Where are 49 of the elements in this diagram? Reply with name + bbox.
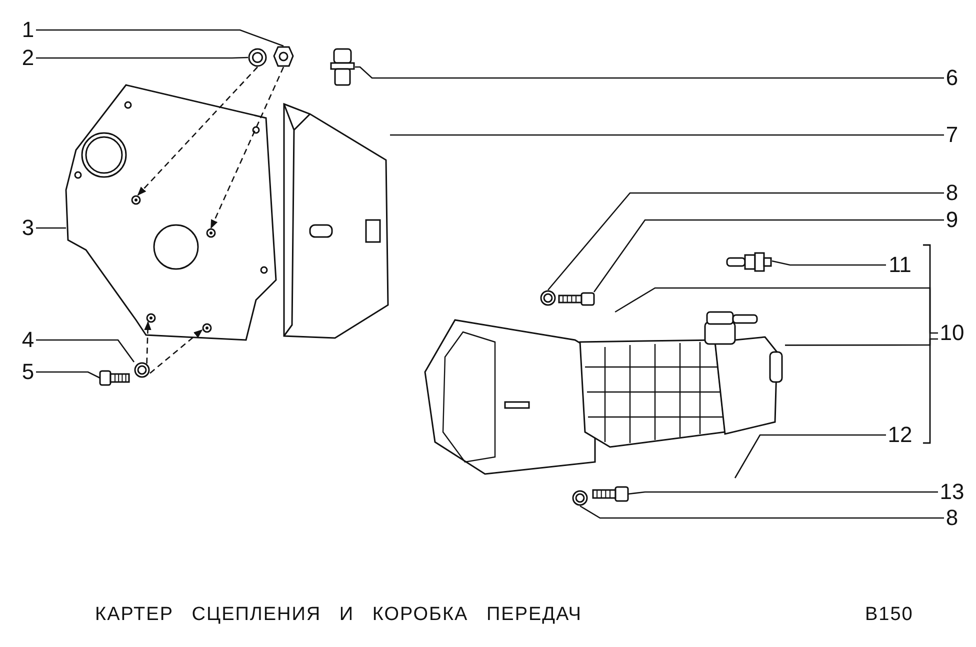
washer-drawing xyxy=(134,362,150,378)
bolt-drawing xyxy=(100,370,130,386)
plug-drawing xyxy=(330,48,355,86)
assembly-arrow xyxy=(150,329,203,374)
leader-line xyxy=(36,56,248,59)
nut-drawing xyxy=(273,46,294,67)
callout-number: 8 xyxy=(944,181,960,205)
leader-line xyxy=(614,287,938,334)
leader-line xyxy=(772,260,886,266)
assembly-arrow xyxy=(137,66,258,196)
callout-number: 1 xyxy=(20,18,36,42)
bolt-drawing xyxy=(592,486,628,502)
figure-code: B150 xyxy=(865,604,914,626)
callout-number: 4 xyxy=(20,328,36,352)
leader-line xyxy=(593,219,944,292)
callout-number: 12 xyxy=(886,423,914,447)
leader-line xyxy=(628,491,938,495)
leader-line xyxy=(36,29,284,47)
leader-line xyxy=(785,338,938,346)
callout-number: 5 xyxy=(20,360,36,384)
leader-line xyxy=(580,505,944,519)
leader-line xyxy=(390,134,944,136)
washer-drawing xyxy=(572,490,588,506)
callout-number: 6 xyxy=(944,66,960,90)
callout-number: 7 xyxy=(944,123,960,147)
sensor-drawing xyxy=(727,252,772,272)
washer-drawing xyxy=(248,48,267,67)
leader-line xyxy=(354,66,944,79)
mounting-hole xyxy=(146,313,156,323)
leader-line xyxy=(548,192,944,290)
leader-line xyxy=(36,227,66,229)
mounting-hole xyxy=(131,195,141,205)
mounting-hole xyxy=(202,323,212,333)
mounting-hole xyxy=(206,228,216,238)
leader-line xyxy=(734,434,886,478)
callout-number: 10 xyxy=(938,321,966,345)
bolt-drawing xyxy=(558,292,594,306)
diagram-title: КАРТЕР СЦЕПЛЕНИЯ И КОРОБКА ПЕРЕДАЧ xyxy=(95,604,582,626)
leader-line xyxy=(36,371,100,379)
washer-drawing xyxy=(540,290,556,306)
callout-number: 11 xyxy=(886,253,914,277)
callout-number: 9 xyxy=(944,208,960,232)
assembly-arrow xyxy=(210,66,284,229)
assembly-arrow xyxy=(144,321,152,364)
callout-number: 3 xyxy=(20,216,36,240)
callout-number: 8 xyxy=(944,506,960,530)
leader-line xyxy=(36,339,135,362)
callout-number: 2 xyxy=(20,46,36,70)
callout-number: 13 xyxy=(938,480,966,504)
